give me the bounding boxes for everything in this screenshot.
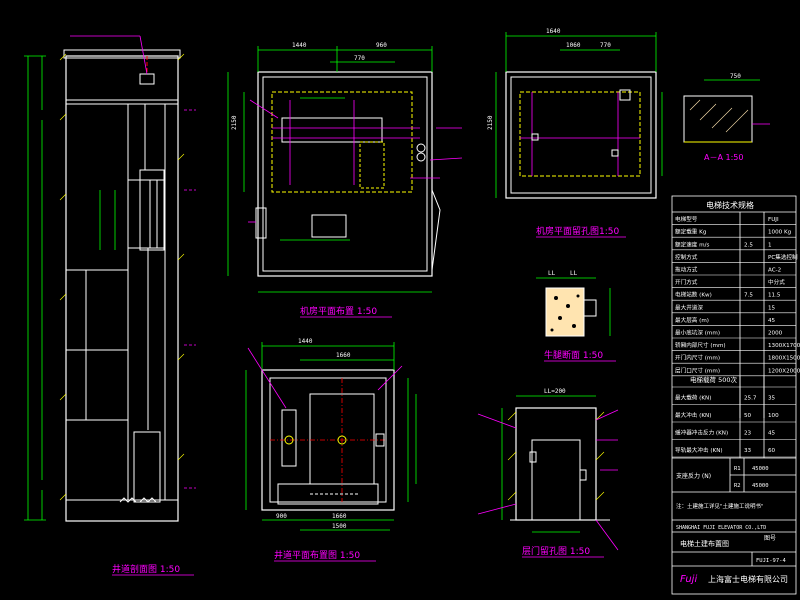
spec-cell: FUJI	[768, 217, 779, 223]
door-opening-view	[477, 395, 619, 551]
spec-cell: 1200X2000	[768, 368, 800, 374]
shaft-section-view	[24, 35, 196, 522]
dim-mr-top-1: 1440	[292, 42, 307, 49]
detail-a-title: A－A 1:50	[704, 153, 743, 162]
spec-cell: 拖动方式	[675, 266, 698, 274]
spec-note: 注：土建施工详见"土建施工说明书"	[676, 502, 764, 510]
dim-pit-top-2: LL	[570, 270, 578, 277]
dim-holes-top-2: 1060	[566, 42, 581, 49]
drawing-number-label: 图号	[764, 535, 776, 542]
machine-room-plan-view	[227, 46, 463, 293]
pit-section-view	[536, 277, 611, 337]
spec-cell: 1300X1700	[768, 343, 800, 349]
load-cell: 35	[768, 396, 776, 402]
spec-cell: 开门方式	[675, 278, 698, 286]
drawing-number: FUJI-97-4	[756, 558, 786, 564]
dim-detail-a: 750	[730, 73, 741, 80]
spec-cell: 45	[768, 318, 776, 324]
spec-cell: 1800X1500	[768, 356, 800, 362]
spec-cell: 开门内尺寸 (mm)	[675, 354, 720, 362]
detail-a-view	[683, 79, 770, 143]
dim-door-top: LL=200	[544, 388, 566, 395]
load-cell: 60	[768, 448, 776, 454]
dim-holes-top-3: 770	[600, 42, 611, 49]
spec-table-title: 电梯技术规格	[706, 200, 754, 210]
dim-mr-top2-1: 770	[354, 55, 365, 62]
load-cell: 25.7	[744, 396, 757, 402]
company-chinese-name: 上海富士电梯有限公司	[708, 574, 788, 584]
spec-load-rows: 最大载荷 (KN) 25.7 35 最大冲击 (KN) 50 100 缓冲器冲击反力 (KN…	[675, 394, 779, 455]
dim-hw-bottom-3: 1500	[332, 523, 347, 530]
machine-room-plan-title: 机房平面布置 1:50	[300, 305, 377, 317]
load-cell: 50	[744, 413, 752, 419]
load-cell: 100	[768, 413, 779, 419]
spec-cell: 层门口尺寸 (mm)	[675, 366, 720, 374]
spec-cell: 电梯站数 (Kw)	[675, 291, 712, 299]
machine-room-holes-view	[495, 32, 663, 199]
spec-table-grid	[672, 224, 796, 458]
spec-cell: 电梯型号	[675, 215, 698, 223]
hoistway-plan-view	[245, 342, 417, 531]
dim-mr-top-2: 960	[376, 42, 387, 49]
spec-cell: 最大井道深	[675, 303, 703, 311]
spec-cell: 7.5	[744, 293, 753, 299]
spec-cell: 轿厢内部尺寸 (mm)	[675, 341, 726, 349]
load-cell: 23	[744, 431, 752, 437]
dim-hw-top-1: 1440	[298, 338, 313, 345]
load-cell: 最大冲击 (KN)	[675, 411, 711, 419]
machine-room-holes-title: 机房平面留孔图1:50	[536, 225, 619, 237]
pit-section-title: 牛腿断面 1:50	[544, 349, 603, 361]
spec-table-frame	[671, 195, 797, 595]
load-cell: 缓冲器冲击反力 (KN)	[675, 429, 728, 437]
spec-cell: 2.5	[744, 242, 753, 248]
spec-cell: 控制方式	[675, 253, 698, 261]
dim-scale-1: 2150	[231, 115, 238, 130]
load-cell: 导轨最大冲击 (KN)	[675, 446, 723, 454]
spec-cell: AC-2	[768, 268, 781, 274]
spec-reaction-r1-label: R1	[734, 466, 741, 472]
spec-cell: 最小底坑深 (mm)	[675, 329, 720, 337]
dim-hw-bottom-1: 900	[276, 513, 287, 520]
spec-cell: 1000 Kg	[768, 230, 792, 236]
dim-hw-top-2: 1660	[336, 352, 351, 359]
load-cell: 45	[768, 431, 776, 437]
drawing-title: 电梯土建布置图	[680, 539, 729, 548]
fuji-logo: Fuji	[680, 574, 697, 585]
spec-cell: 11.5	[768, 293, 781, 299]
spec-cell: 1	[768, 242, 772, 248]
spec-cell: 中分式	[768, 278, 785, 286]
dim-holes-top-1: 1640	[546, 28, 561, 35]
hoistway-plan-title: 井道平面布置图 1:50	[274, 549, 360, 561]
spec-reaction-label: 支座反力 (N)	[676, 472, 711, 480]
spec-cell: PC集选控制	[768, 253, 798, 261]
load-cell: 最大载荷 (KN)	[675, 394, 711, 402]
dim-pit-top-1: LL	[548, 270, 556, 277]
spec-cell: 15	[768, 305, 776, 311]
door-opening-title: 层门留孔图 1:50	[522, 545, 590, 557]
dim-scale-2: 2150	[487, 115, 494, 130]
spec-reaction-r2-value: 45000	[752, 483, 769, 489]
spec-cell: 最大层高 (m)	[675, 316, 709, 324]
dim-hw-bottom-2: 1660	[332, 513, 347, 520]
spec-cell: 2000	[768, 331, 783, 337]
spec-reaction-r2-label: R2	[734, 483, 741, 489]
shaft-section-title: 井道剖面图 1:50	[112, 563, 180, 575]
spec-reaction-r1-value: 45000	[752, 466, 769, 472]
spec-cell: 额定载重 Kg	[675, 228, 707, 236]
load-cell: 33	[744, 448, 752, 454]
company-english-name: SHANGHAI FUJI ELEVATOR CO.,LTD	[676, 525, 766, 531]
spec-cell: 额定速度 m/s	[675, 240, 709, 248]
spec-load-title: 电梯载荷 500次	[690, 375, 737, 384]
spec-table-rows: 电梯型号 FUJI 额定载重 Kg 1000 Kg 额定速度 m/s 2.5 1 控制方式 PC…	[675, 215, 800, 374]
